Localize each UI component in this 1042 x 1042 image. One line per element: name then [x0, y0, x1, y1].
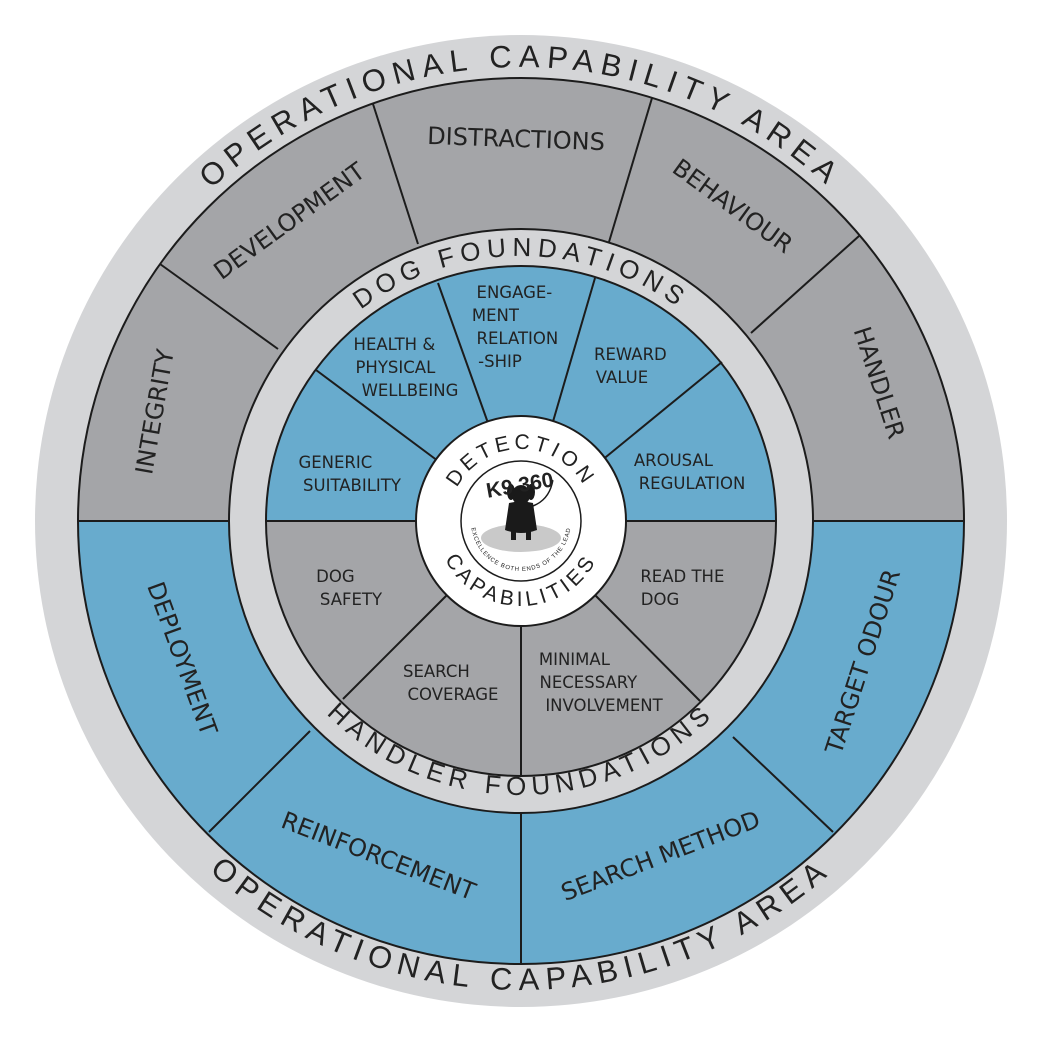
- segment-arousal-regulation: AROUSAL REGULATION: [634, 451, 745, 493]
- segment-minimal-involvement: MINIMAL NECESSARY INVOLVEMENT: [539, 650, 664, 715]
- segment-dog-safety: DOG SAFETY: [316, 567, 383, 609]
- k9-360-logo: [481, 469, 561, 552]
- segment-engagement-relationship: ENGAGE- MENT RELATION -SHIP: [472, 283, 564, 371]
- segment-read-the-dog: READ THE DOG: [640, 567, 729, 609]
- inner-blue-half: [266, 266, 776, 521]
- segment-distractions: DISTRACTIONS: [427, 122, 606, 156]
- segment-search-coverage: SEARCH COVERAGE: [403, 662, 498, 704]
- segment-reward-value: REWARD VALUE: [594, 345, 672, 387]
- segment-generic-suitability: GENERIC SUITABILITY: [298, 453, 401, 495]
- dog-icon: [505, 484, 537, 540]
- segment-health-wellbeing: HEALTH & PHYSICAL WELLBEING: [354, 335, 459, 400]
- dividers: [78, 97, 964, 964]
